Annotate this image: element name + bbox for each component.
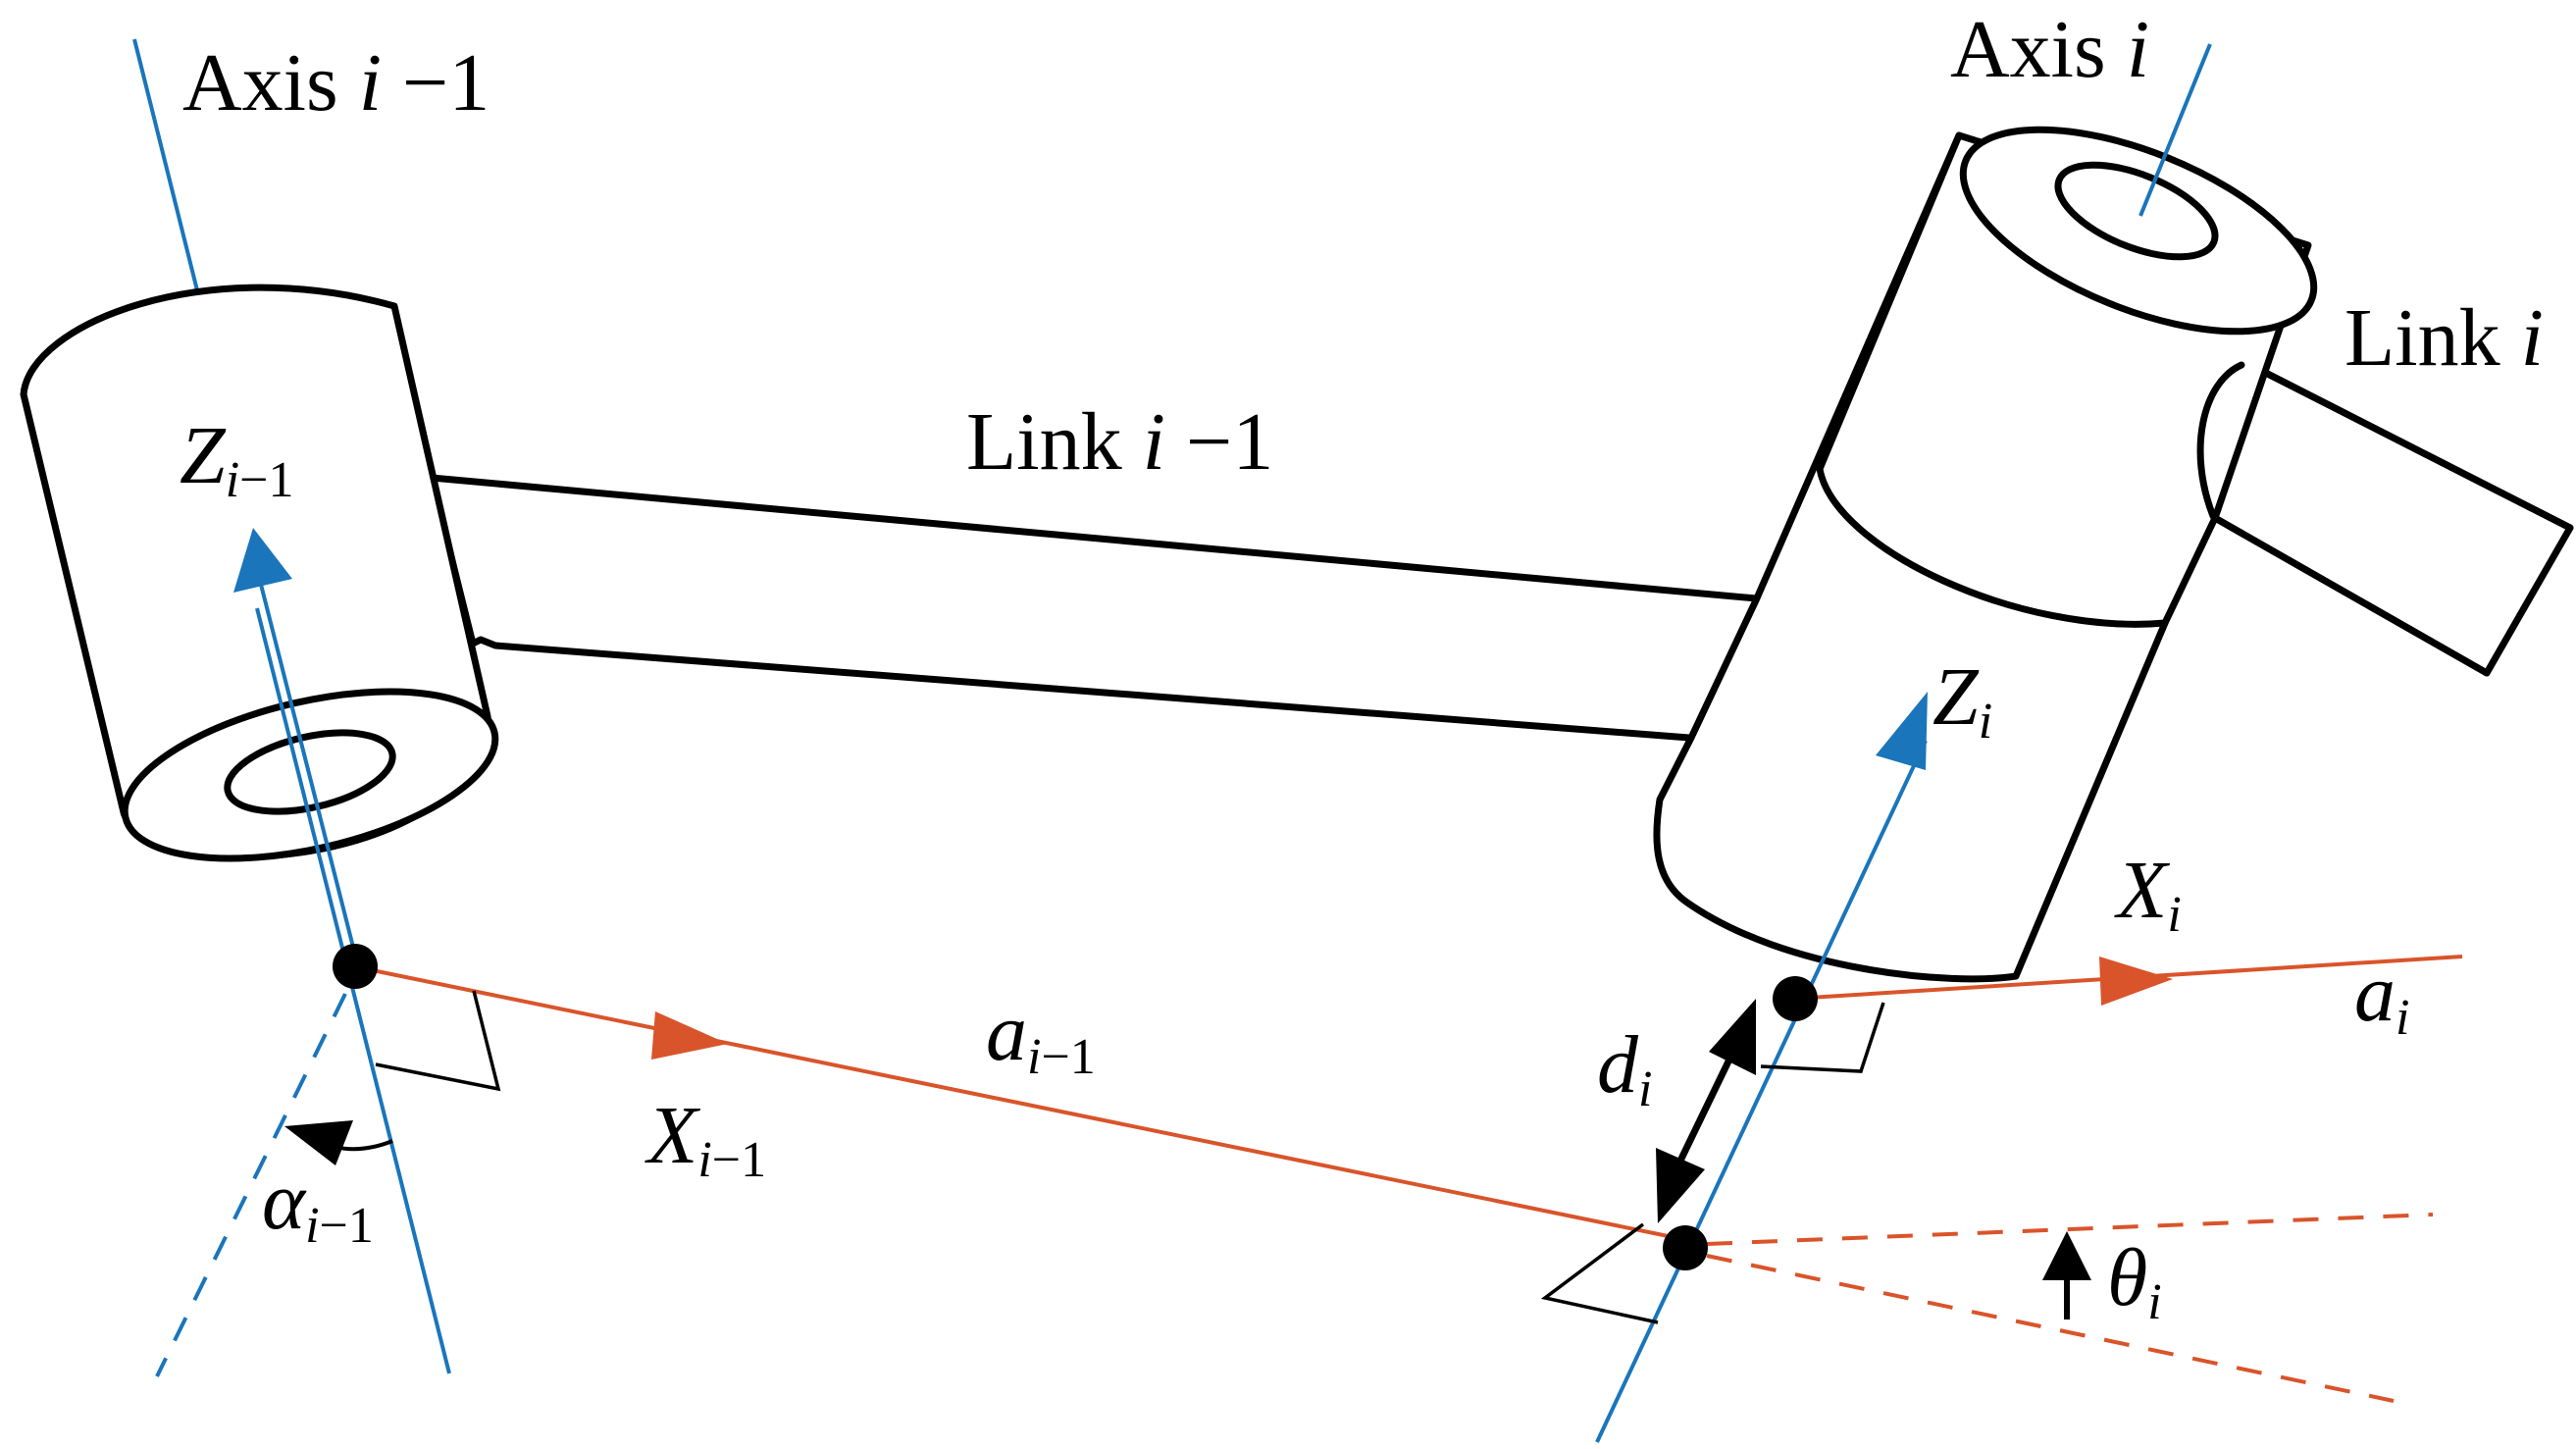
label-x-prev: Xi−1 [644, 1090, 766, 1188]
link-curr-arm [2211, 359, 2574, 677]
axis-curr-line-top [2138, 43, 2212, 217]
origin-prev-dot [333, 944, 378, 989]
link-prev-bar [428, 474, 1760, 747]
origin-bottom-dot [1663, 1225, 1708, 1270]
label-link-prev: Link i −1 [966, 396, 1273, 488]
label-axis-prev: Axis i −1 [182, 37, 489, 129]
x-prev-line [352, 964, 1683, 1241]
z-prev-arrowhead [233, 528, 292, 593]
z-prev-shaft [255, 568, 360, 967]
axis-curr-line [1595, 740, 1928, 1443]
label-a-curr: ai [2354, 948, 2409, 1046]
x-curr-arrowhead [2099, 957, 2173, 1006]
right-angle-prev [375, 990, 501, 1092]
label-d-curr: di [1597, 1019, 1652, 1117]
d-arrowhead-bottom [1656, 1148, 1705, 1223]
label-theta-curr: θi [2107, 1232, 2162, 1330]
joint-curr-seam-arm [2196, 361, 2245, 520]
x-prev-arrowhead [651, 1011, 728, 1060]
label-x-curr: Xi [2114, 845, 2182, 943]
joint-curr-bore [2054, 161, 2219, 261]
right-angle-curr [1760, 1002, 1885, 1073]
link-curr-arm-edge-bottom [2211, 514, 2491, 677]
alpha-arrowhead [284, 1120, 353, 1165]
label-alpha-prev: αi−1 [262, 1156, 374, 1254]
d-arrowhead-top [1709, 999, 1756, 1075]
axis-prev-line-top [132, 38, 200, 295]
axis-prev-line [255, 607, 451, 1374]
theta-ref-dashed-upper [1706, 1213, 2434, 1246]
label-z-prev: Zi−1 [180, 410, 294, 508]
axis-prev-dashed [155, 993, 347, 1377]
z-curr-arrowhead [1876, 692, 1928, 770]
joint-curr-upper-edge-left [1816, 131, 1963, 473]
origin-curr-dot [1773, 976, 1818, 1021]
label-axis-curr: Axis i [1950, 4, 2149, 95]
joint-curr-middle-seam [1816, 465, 2169, 628]
joint-curr-body [1653, 131, 2312, 983]
theta-arrowhead [2042, 1231, 2091, 1280]
link-curr-arm-edge-top [2242, 359, 2574, 532]
right-angle-bottom [1540, 1222, 1659, 1324]
label-a-prev: ai−1 [986, 987, 1096, 1085]
label-link-curr: Link i [2344, 292, 2544, 384]
label-z-curr: Zi [1932, 651, 1992, 750]
